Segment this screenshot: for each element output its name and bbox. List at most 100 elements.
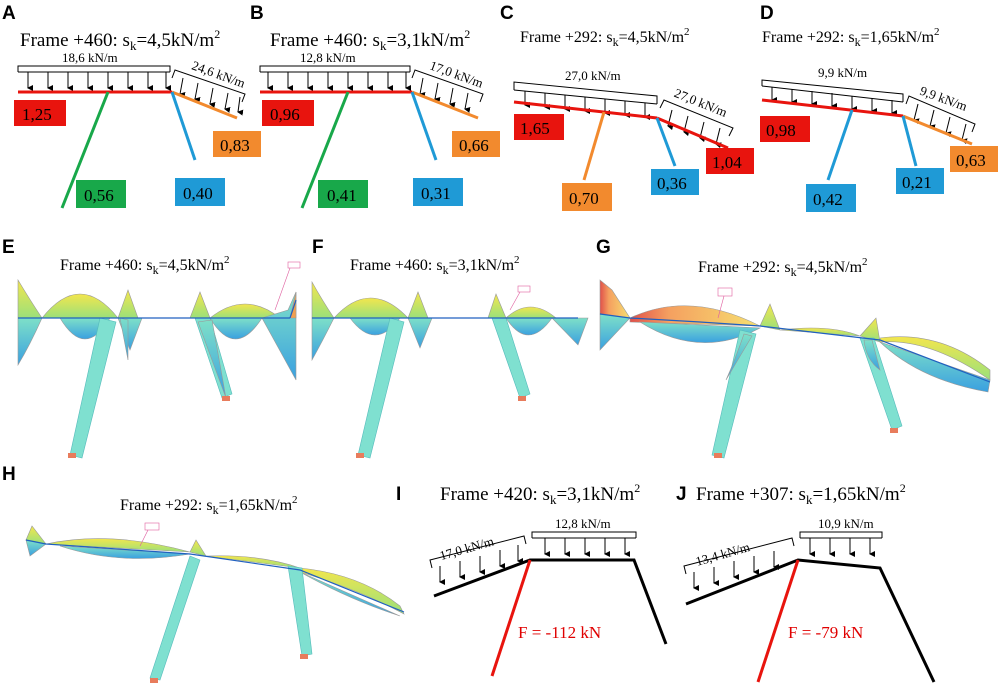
panel-label: F [312,237,324,258]
panel-title: Frame +420: sk=3,1kN/m2 [440,481,640,507]
panel-h: H Frame +292: sk=1,65kN/m2 [2,464,405,683]
panel-b: B Frame +460: sk=3,1kN/m2 12,8 kN/m 17,0… [250,3,500,209]
distributed-load [513,81,658,120]
utilization-value: 0,66 [459,136,489,155]
frame-members [513,100,729,181]
panel-label: I [396,484,401,505]
support-icon [890,428,898,433]
panel-g: G Frame +292: sk=4,5kN/m2 [596,237,991,459]
panel-title: Frame +307: sk=1,65kN/m2 [696,481,906,507]
utilization-value: 1,04 [712,153,742,172]
distributed-load [683,537,795,591]
load-label: 17,0 kN/m [438,533,496,563]
distributed-load [259,65,411,91]
load-label: 17,0 kN/m [428,58,485,91]
utilization-box [14,100,66,126]
panel-label: A [2,3,16,24]
utilization-box [175,178,225,206]
distributed-load [429,535,527,585]
force-label: F = -79 kN [788,623,863,642]
pointer-line [274,267,291,311]
panel-title: Frame +292: sk=1,65kN/m2 [120,494,298,517]
load-label: 24,6 kN/m [190,58,247,91]
utilization-value: 0,40 [183,184,213,203]
utilization-value: 0,70 [569,189,599,208]
utilization-value: 1,25 [22,105,52,124]
load-label: 9,9 kN/m [818,65,867,80]
utilization-value: 0,31 [421,184,451,203]
panel-label: C [500,3,514,24]
tag-box [517,285,531,293]
panel-label: G [596,237,611,258]
utilization-box [514,114,564,140]
utilization-value: 0,21 [902,173,932,192]
utilization-value: 0,42 [813,190,843,209]
load-label: 13,4 kN/m [694,539,752,569]
support-icon [222,396,230,401]
distributed-load [761,79,904,116]
utilization-value: 0,63 [956,151,986,170]
utilization-value: 0,83 [220,136,250,155]
support-icon [300,654,308,659]
panel-title: Frame +460: sk=3,1kN/m2 [350,254,520,277]
utilization-box [651,169,699,195]
distributed-load [531,531,637,557]
panel-title: Frame +460: sk=4,5kN/m2 [60,254,230,277]
support-icon [518,396,526,401]
frame-members [685,558,936,683]
utilization-value: 0,96 [270,105,300,124]
panel-label: J [676,484,687,505]
pointer-line [509,291,521,311]
utilization-box [413,178,463,206]
moment-diagram [599,279,991,459]
distributed-load [171,69,246,116]
panel-f: F Frame +460: sk=3,1kN/m2 [311,237,589,459]
support-icon [150,678,158,683]
panel-d: D Frame +292: sk=1,65kN/m2 9,9 kN/m 9,9 … [760,3,998,212]
utilization-box [318,180,368,208]
load-label: 12,8 kN/m [300,50,356,65]
distributed-load [799,531,883,557]
frame-members [18,90,238,209]
utilization-value: 1,65 [520,119,550,138]
panel-title: Frame +292: sk=1,65kN/m2 [762,26,940,49]
tag-box [717,287,733,297]
load-label: 9,9 kN/m [918,83,969,114]
frame-members [433,558,668,677]
frame-members [260,90,479,209]
distributed-load [17,65,171,91]
utilization-box [760,116,810,142]
panel-title: Frame +292: sk=4,5kN/m2 [698,256,868,279]
utilization-box [806,184,856,212]
moment-diagram [25,525,405,681]
support-icon [356,453,364,458]
panel-title: Frame +292: sk=4,5kN/m2 [520,26,690,49]
frame-members [761,98,973,181]
distributed-load [905,95,976,145]
distributed-load [411,69,484,113]
panel-title: Frame +460: sk=3,1kN/m2 [270,27,470,53]
tag-box [144,522,160,531]
pointer-line [139,529,149,547]
utilization-value: 0,41 [327,186,357,205]
panel-j: J Frame +307: sk=1,65kN/m2 10,9 kN/m 13,… [676,481,936,683]
panel-c: C Frame +292: sk=4,5kN/m2 27,0 kN/m 27,0… [500,3,754,211]
moment-diagram [311,280,589,459]
utilization-box [262,100,314,126]
load-label: 18,6 kN/m [62,50,118,65]
utilization-value: 0,36 [657,174,687,193]
pointer-line [717,295,725,319]
force-label: F = -112 kN [518,623,601,642]
panel-label: H [2,464,16,485]
panel-a: A Frame +460: sk=4,5kN/m2 18,6 kN/m 24,6… [2,3,261,209]
utilization-box [706,148,754,174]
utilization-value: 0,56 [84,186,114,205]
load-label: 27,0 kN/m [565,68,621,83]
utilization-box [950,146,998,172]
panel-label: D [760,3,774,24]
panel-label: B [250,3,264,24]
utilization-box [452,131,500,157]
utilization-box [213,131,261,157]
panel-title: Frame +460: sk=4,5kN/m2 [20,27,220,53]
